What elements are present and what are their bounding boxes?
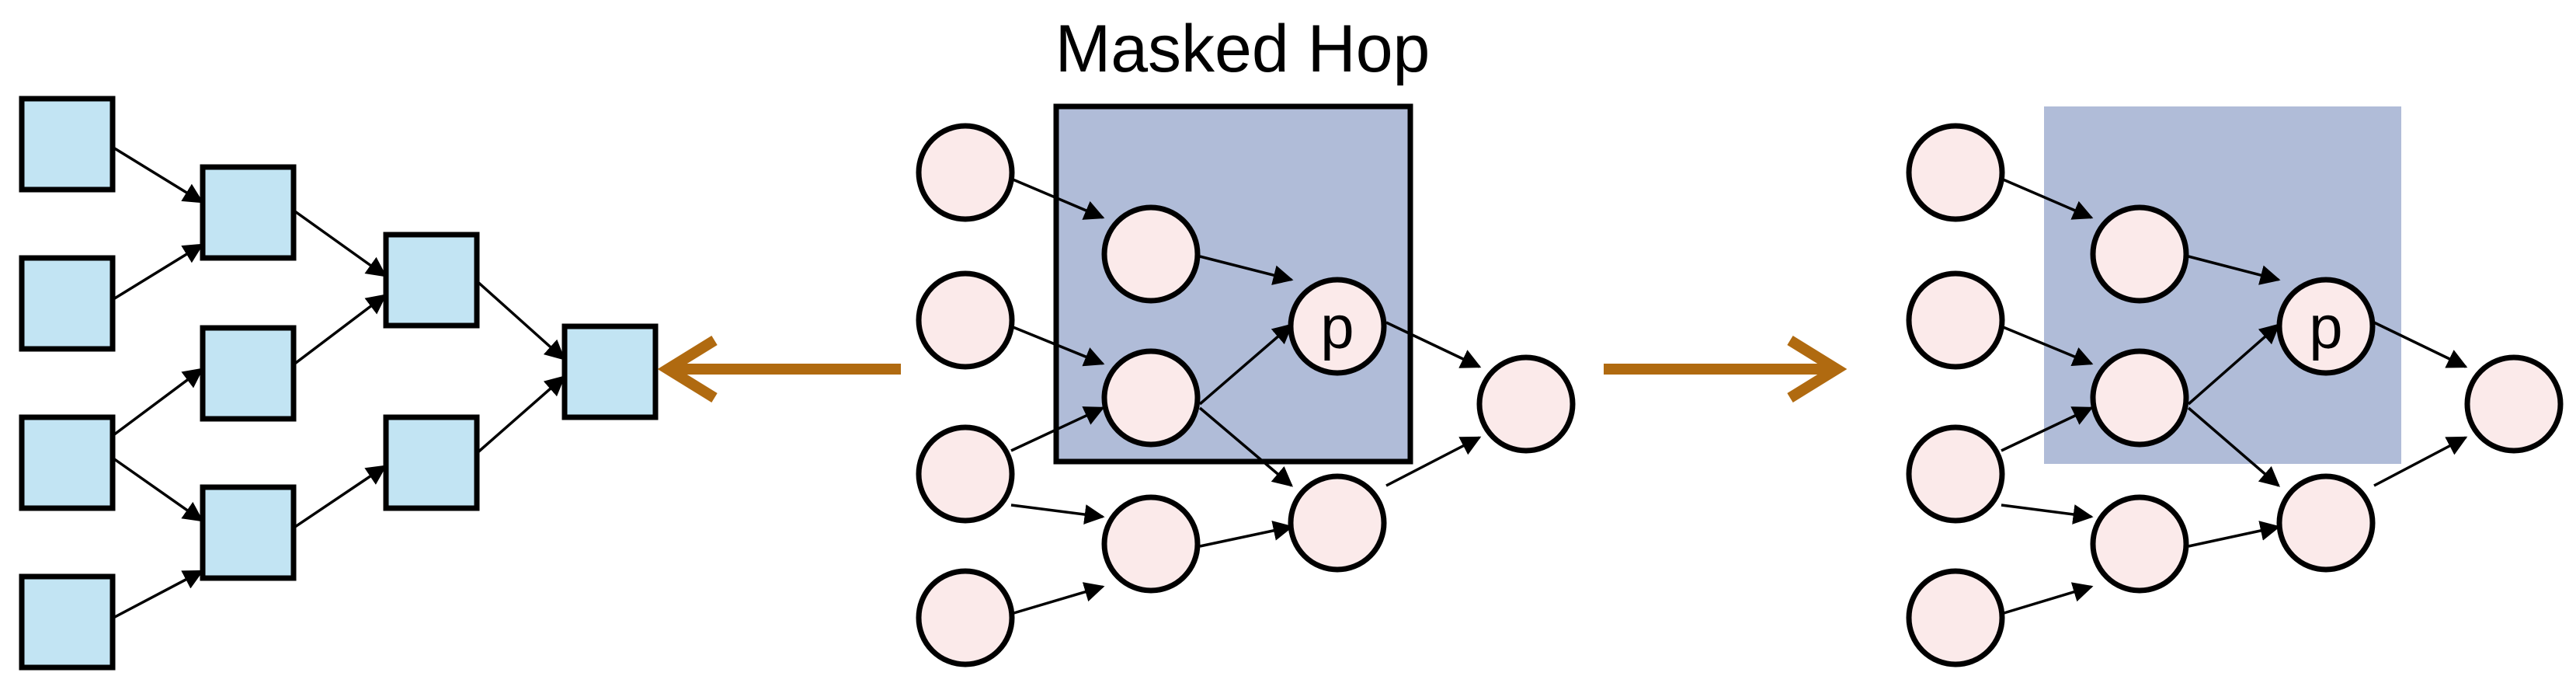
center-node (1101, 494, 1201, 594)
left-node (200, 164, 297, 261)
edge (1010, 406, 1105, 452)
center-node (916, 123, 1015, 222)
edge (1198, 406, 1293, 487)
center-node-p (1288, 277, 1387, 376)
edge (2188, 521, 2281, 548)
right-node-p-label: p (2309, 293, 2342, 361)
edge (2001, 582, 2094, 615)
edge (113, 146, 204, 204)
right-node (2090, 494, 2189, 594)
left-node (19, 96, 116, 193)
left-graph-edges (112, 146, 565, 619)
left-node (200, 325, 297, 422)
edge (2373, 321, 2468, 368)
center-node (916, 568, 1015, 667)
edge (113, 570, 204, 619)
edge (1199, 521, 1294, 548)
edge (1199, 255, 1294, 285)
center-node (1476, 354, 1576, 454)
edge (2187, 406, 2280, 487)
edge (1010, 582, 1105, 615)
right-graph: p (1906, 106, 2564, 667)
edge (2188, 255, 2281, 285)
left-node (19, 414, 116, 511)
edge (474, 278, 565, 361)
left-arrow-icon (657, 336, 901, 402)
edge (291, 294, 388, 367)
right-node (1906, 270, 2005, 370)
right-node (1906, 424, 2005, 524)
edge (2187, 323, 2280, 406)
edge (1010, 177, 1105, 220)
center-graph: p (916, 103, 1576, 667)
edge (2001, 406, 2094, 452)
edge (291, 208, 388, 277)
left-node (19, 255, 116, 352)
edge (112, 368, 204, 437)
right-node (2276, 473, 2376, 573)
left-node (200, 484, 297, 581)
right-node (1906, 123, 2005, 222)
edge (1010, 504, 1105, 524)
left-node (19, 573, 116, 671)
right-node (2090, 204, 2189, 304)
edge (1385, 436, 1482, 487)
edge (113, 243, 204, 301)
center-node (916, 424, 1015, 524)
right-node-p (2276, 277, 2376, 376)
edge (2001, 177, 2094, 220)
right-arrow-icon (1604, 336, 1848, 402)
edge (474, 375, 565, 456)
edge (2373, 436, 2468, 487)
edge (1010, 325, 1105, 367)
edge (112, 457, 204, 522)
center-node (1101, 204, 1201, 304)
left-node (383, 414, 480, 511)
edge (2001, 325, 2094, 367)
edge (292, 465, 388, 530)
center-node (1288, 473, 1387, 573)
left-node (383, 232, 480, 329)
left-graph (19, 96, 659, 671)
right-graph-edges (2001, 177, 2468, 615)
edge (2001, 504, 2094, 524)
left-node (561, 323, 659, 420)
right-node (2464, 354, 2564, 454)
center-node (916, 270, 1015, 370)
right-node (2090, 348, 2189, 448)
center-node (1101, 348, 1201, 448)
center-node-p-label: p (1320, 293, 1354, 361)
center-graph-edges (1010, 177, 1482, 615)
edge (1385, 321, 1482, 368)
diagram-title: Masked Hop (1055, 12, 1431, 86)
right-node (1906, 568, 2005, 667)
edge (1198, 323, 1293, 406)
